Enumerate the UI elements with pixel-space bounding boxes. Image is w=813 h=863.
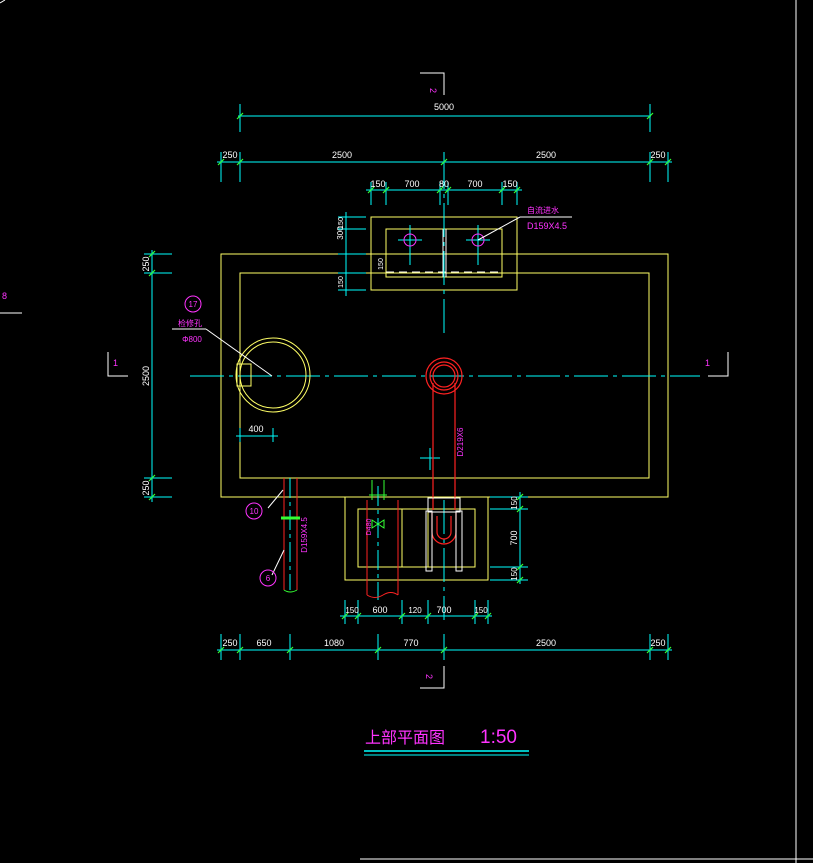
manhole-icon (235, 337, 311, 413)
pipe-left-spec: D159X4.5 (300, 517, 309, 553)
left-pipe (281, 478, 300, 593)
dim-manhole-offset: 400 (248, 424, 263, 434)
dim-bot-5: 250 (650, 638, 665, 648)
callout-10: 10 (250, 507, 259, 516)
dim-bot-2: 1080 (324, 638, 344, 648)
dim-top-3: 250 (650, 150, 665, 160)
dim-rightbox-0: 150 (510, 496, 519, 510)
callout-6: 6 (266, 574, 271, 583)
section-markers (107, 72, 729, 689)
drawing-scale: 1:50 (480, 727, 517, 748)
dim-topbox-4: 150 (502, 179, 517, 189)
valve-icon (369, 480, 387, 529)
dim-botbox-1: 600 (372, 605, 387, 615)
dim-topbox-0: 150 (370, 179, 385, 189)
dim-bot-4: 2500 (536, 638, 556, 648)
dim-topbox-1: 700 (404, 179, 419, 189)
dim-top-0: 250 (222, 150, 237, 160)
dim-botbox-0: 150 (345, 606, 359, 615)
dim-topbox-3: 700 (467, 179, 482, 189)
dim-top-total: 5000 (434, 102, 454, 112)
callout-6-icon (259, 569, 277, 587)
callout-10-icon (245, 502, 263, 520)
section-2-bottom: 2 (424, 674, 434, 679)
dim-top-1: 2500 (332, 150, 352, 160)
dim-rightbox-1: 700 (509, 530, 519, 545)
inlet-circles (403, 233, 485, 247)
bottom-pipe (366, 500, 399, 598)
dim-bot-1: 650 (256, 638, 271, 648)
dim-left-2: 250 (141, 480, 151, 495)
pipe-top-spec: D159X4.5 (527, 221, 567, 231)
dim-bot-0: 250 (222, 638, 237, 648)
callout-17-icon (184, 295, 202, 313)
dim-leftbox-0: 300 (336, 226, 345, 240)
bottom-chamber (344, 496, 489, 581)
manhole-dia: Φ800 (182, 335, 202, 344)
dim-left-1: 2500 (141, 366, 151, 386)
dim-left-0: 250 (141, 256, 151, 271)
dim-botbox-2: 120 (408, 606, 422, 615)
bottom-box-spec: D480 (366, 519, 373, 536)
dimension-ticks (148, 112, 672, 654)
dim-top-2: 2500 (536, 150, 556, 160)
drawing-title: 上部平面图 (365, 729, 445, 747)
annotation-leaders (172, 216, 572, 576)
dimension-lines (144, 104, 672, 660)
dim-topbox-2: 80 (439, 179, 449, 189)
section-1-right: 1 (705, 358, 710, 368)
manhole-name: 检修孔 (178, 318, 202, 328)
title-underline (364, 750, 529, 756)
pipe-center-spec: D219X6 (456, 427, 465, 456)
dim-leftbox-2: 150 (378, 258, 385, 270)
dim-leftbox-1: 150 (338, 217, 345, 229)
dim-botbox-3: 700 (436, 605, 451, 615)
edge-mark: 8 (2, 291, 7, 301)
callout-17: 17 (189, 300, 198, 309)
pipe-top-name: 自流进水 (527, 205, 559, 215)
dim-leftbox-3: 150 (338, 276, 345, 288)
dim-bot-3: 770 (403, 638, 418, 648)
section-2-top: 2 (428, 88, 438, 93)
center-lines (190, 155, 700, 620)
dim-botbox-4: 150 (474, 606, 488, 615)
section-1-left: 1 (113, 358, 118, 368)
dim-rightbox-2: 150 (510, 567, 519, 581)
